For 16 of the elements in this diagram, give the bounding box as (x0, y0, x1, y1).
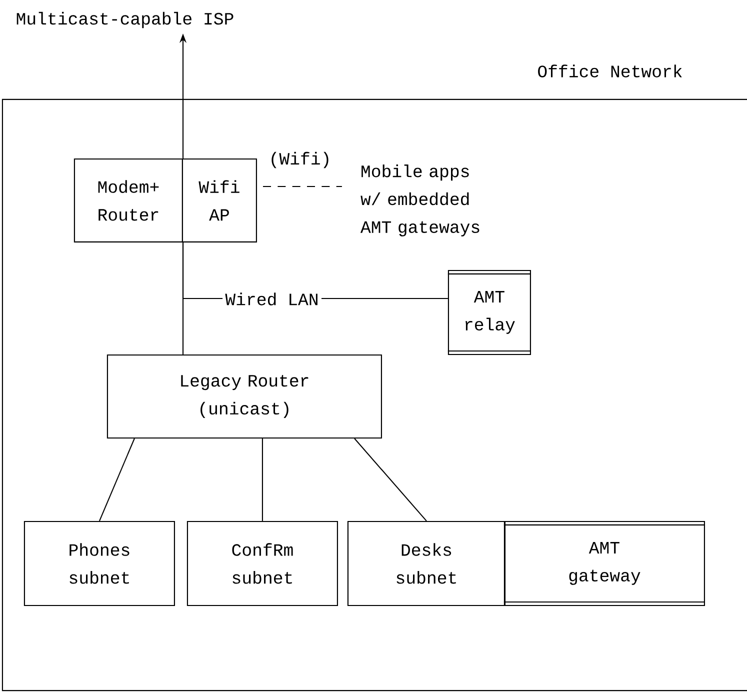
connector-line (262, 438, 263, 521)
text-label: Mobile apps w/ embedded AMT gateways (360, 164, 480, 236)
gateway-box: AMT gateway (504, 520, 705, 606)
edge-label: Wired LAN (222, 290, 322, 308)
device-box: Modem+ Router (74, 158, 183, 242)
text-label: Multicast-capable ISP (16, 12, 234, 28)
connector-line (354, 438, 427, 522)
relay-box: AMT relay (448, 270, 531, 355)
router-box: Legacy Router (unicast) (106, 354, 382, 438)
connector-line (98, 438, 135, 522)
subnet-box: ConfRm subnet (186, 520, 338, 606)
device-box: Wifi AP (182, 158, 257, 242)
edge-label: (Wifi) (266, 149, 334, 171)
subnet-box: Desks subnet (347, 520, 506, 606)
subnet-box: Phones subnet (24, 520, 175, 606)
connector-line (263, 186, 342, 187)
